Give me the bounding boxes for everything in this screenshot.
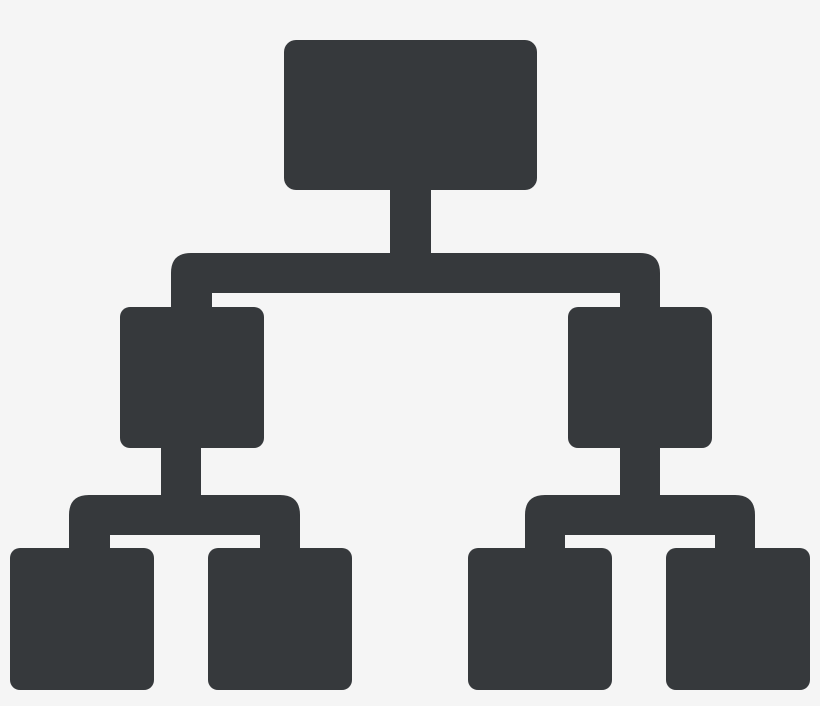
connector-lines [69,180,755,552]
node-boxes [10,40,810,690]
leaf-node-4 [666,548,810,690]
leaf-node-1 [10,548,154,690]
level1-bracket-connector [171,253,660,310]
left-stem-connector [161,440,201,500]
leaf-node-2 [208,548,352,690]
left-bracket-connector [69,495,300,552]
level1-left-node [120,307,264,448]
right-stem-connector [620,440,660,500]
right-bracket-connector [525,495,755,552]
leaf-node-3 [468,548,612,690]
root-node [284,40,537,190]
level1-right-node [568,307,712,448]
root-stem-connector [390,180,431,260]
